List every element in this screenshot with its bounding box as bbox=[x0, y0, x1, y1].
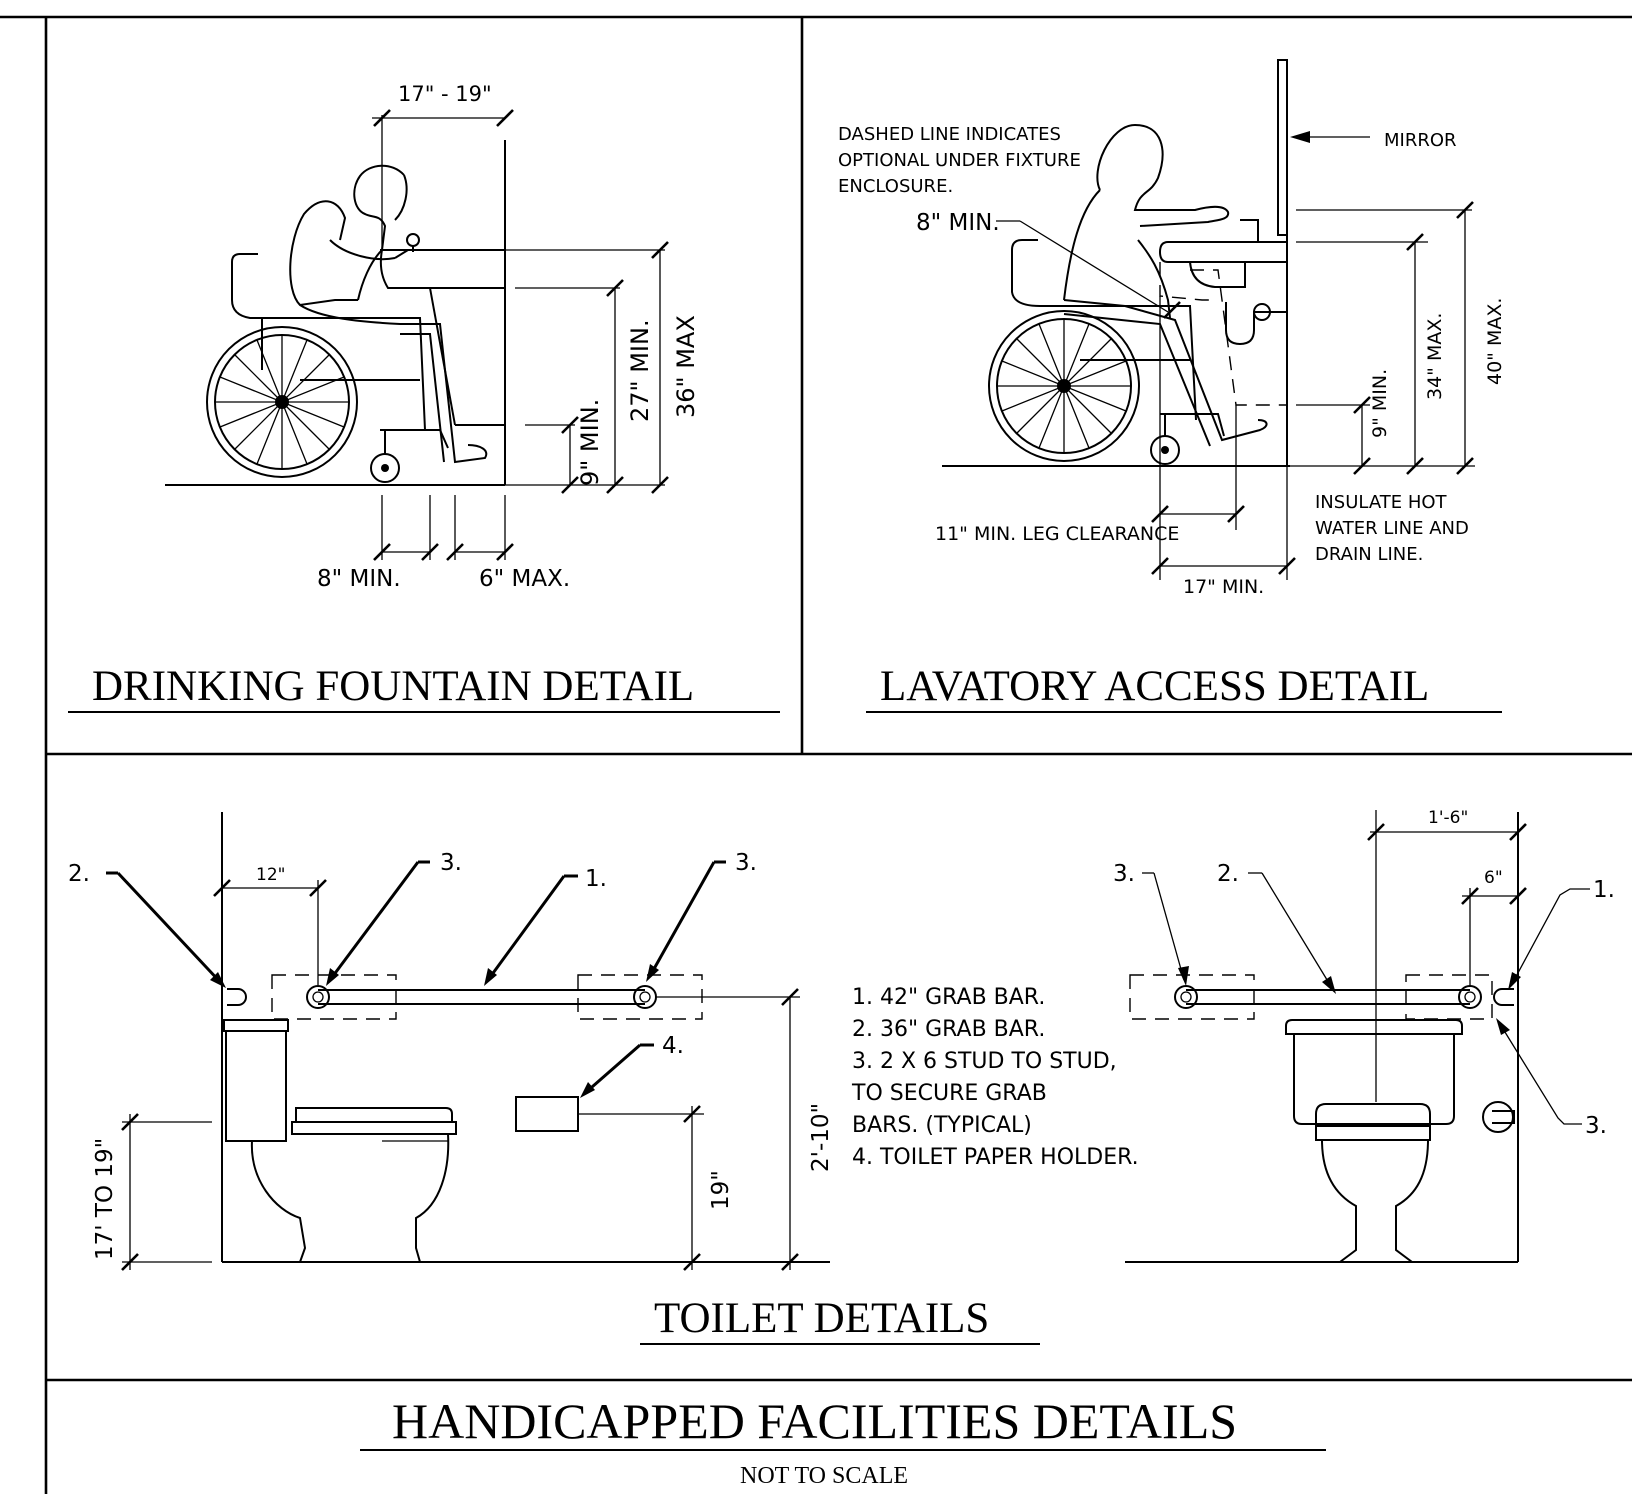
lavatory-dimensions bbox=[1151, 201, 1475, 580]
lavatory-fixture bbox=[1158, 219, 1288, 406]
dim-lav-knee: 8" MIN. bbox=[916, 210, 1000, 236]
wheelchair-user-figure bbox=[206, 164, 488, 483]
dim-fountain-knee: 27" MIN. bbox=[626, 319, 654, 422]
dim-right-center: 1'-6" bbox=[1428, 808, 1468, 828]
toilet-details-title: TOILET DETAILS bbox=[654, 1295, 989, 1342]
fountain-dimensions bbox=[372, 109, 669, 561]
callout-right-3b: 3. bbox=[1585, 1113, 1607, 1139]
toilet-left-elevation: 2. 3. 1. 3. 4. 12" 2'-10" 19" 17' TO 19" bbox=[68, 812, 834, 1271]
toilet-right bbox=[1285, 1019, 1463, 1263]
dim-lav-toe: 9" MIN. bbox=[1369, 369, 1391, 438]
wheelchair-user-figure-lav bbox=[988, 123, 1268, 465]
callout-right-3a: 3. bbox=[1113, 861, 1135, 887]
dim-lav-leg-clearance: 11" MIN. LEG CLEARANCE bbox=[935, 523, 1179, 545]
callout-left-1: 1. bbox=[585, 866, 607, 892]
dim-lav-depth: 17" MIN. bbox=[1183, 576, 1264, 598]
toilet-note-5: BARS. (TYPICAL) bbox=[852, 1113, 1032, 1138]
grab-bar-42 bbox=[306, 985, 657, 1009]
callout-left-2: 2. bbox=[68, 861, 90, 887]
toilet-notes: 1. 42" GRAB BAR. 2. 36" GRAB BAR. 3. 2 X… bbox=[851, 985, 1139, 1170]
dim-left-seat-height: 17' TO 19" bbox=[92, 1138, 118, 1260]
toilet-left bbox=[223, 1019, 457, 1263]
dim-fountain-depth-max: 6" MAX. bbox=[479, 566, 570, 592]
dim-left-bar-height: 2'-10" bbox=[808, 1103, 834, 1172]
fountain-detail-title: DRINKING FOUNTAIN DETAIL bbox=[92, 663, 694, 710]
toilet-paper-holder bbox=[515, 1096, 579, 1132]
note-insulate-2: WATER LINE AND bbox=[1315, 518, 1469, 539]
callout-left-3a: 3. bbox=[440, 850, 462, 876]
wheel-spokes bbox=[215, 335, 349, 469]
dim-fountain-depth-min: 8" MIN. bbox=[317, 566, 401, 592]
lavatory-detail-title: LAVATORY ACCESS DETAIL bbox=[880, 663, 1429, 710]
note-insulate-3: DRAIN LINE. bbox=[1315, 544, 1423, 565]
dim-lav-rim-max: 34" MAX. bbox=[1424, 313, 1446, 400]
dim-right-bar-offset: 6" bbox=[1484, 868, 1503, 888]
note-dashed-line-3: ENCLOSURE. bbox=[838, 176, 953, 197]
sheet-frame bbox=[0, 15, 1632, 1494]
note-dashed-line-2: OPTIONAL UNDER FIXTURE bbox=[838, 150, 1081, 171]
toilet-note-4: TO SECURE GRAB bbox=[851, 1081, 1047, 1106]
toilet-right-elevation: 3. 2. 1. 3. 1'-6" 6" bbox=[1113, 808, 1615, 1263]
callout-left-4: 4. bbox=[662, 1033, 684, 1059]
wheel-spokes-lav bbox=[997, 319, 1131, 453]
drinking-fountain-detail: 17" - 19" 27" MIN. 36" MAX 9" MIN. 8" MI… bbox=[68, 82, 780, 713]
dim-left-bar-offset: 12" bbox=[256, 865, 285, 885]
mirror bbox=[1277, 59, 1288, 236]
dim-left-holder-height: 19" bbox=[708, 1170, 734, 1210]
dim-lav-mirror-max: 40" MAX. bbox=[1484, 298, 1506, 385]
callout-right-1: 1. bbox=[1593, 877, 1615, 903]
lavatory-access-detail: DASHED LINE INDICATES OPTIONAL UNDER FIX… bbox=[838, 59, 1506, 713]
callout-right-2: 2. bbox=[1217, 861, 1239, 887]
toilet-paper-holder-front bbox=[1482, 1101, 1515, 1133]
toilet-note-1: 1. 42" GRAB BAR. bbox=[852, 985, 1045, 1010]
toilet-note-3: 3. 2 X 6 STUD TO STUD, bbox=[852, 1049, 1117, 1074]
fountain-unit bbox=[379, 233, 505, 426]
note-dashed-line-1: DASHED LINE INDICATES bbox=[838, 124, 1061, 145]
dim-fountain-width: 17" - 19" bbox=[398, 82, 492, 106]
toilet-note-2: 2. 36" GRAB BAR. bbox=[852, 1017, 1045, 1042]
sheet-title: HANDICAPPED FACILITIES DETAILS bbox=[392, 1393, 1237, 1449]
sheet-subtitle: NOT TO SCALE bbox=[740, 1463, 908, 1489]
dim-fountain-max-height: 36" MAX bbox=[672, 315, 700, 418]
dim-fountain-toe: 9" MIN. bbox=[576, 399, 604, 486]
grab-bar-36 bbox=[1174, 985, 1482, 1009]
callout-left-3b: 3. bbox=[735, 850, 757, 876]
label-mirror: MIRROR bbox=[1384, 130, 1457, 151]
note-insulate-1: INSULATE HOT bbox=[1315, 492, 1448, 513]
toilet-note-6: 4. TOILET PAPER HOLDER. bbox=[852, 1145, 1139, 1170]
